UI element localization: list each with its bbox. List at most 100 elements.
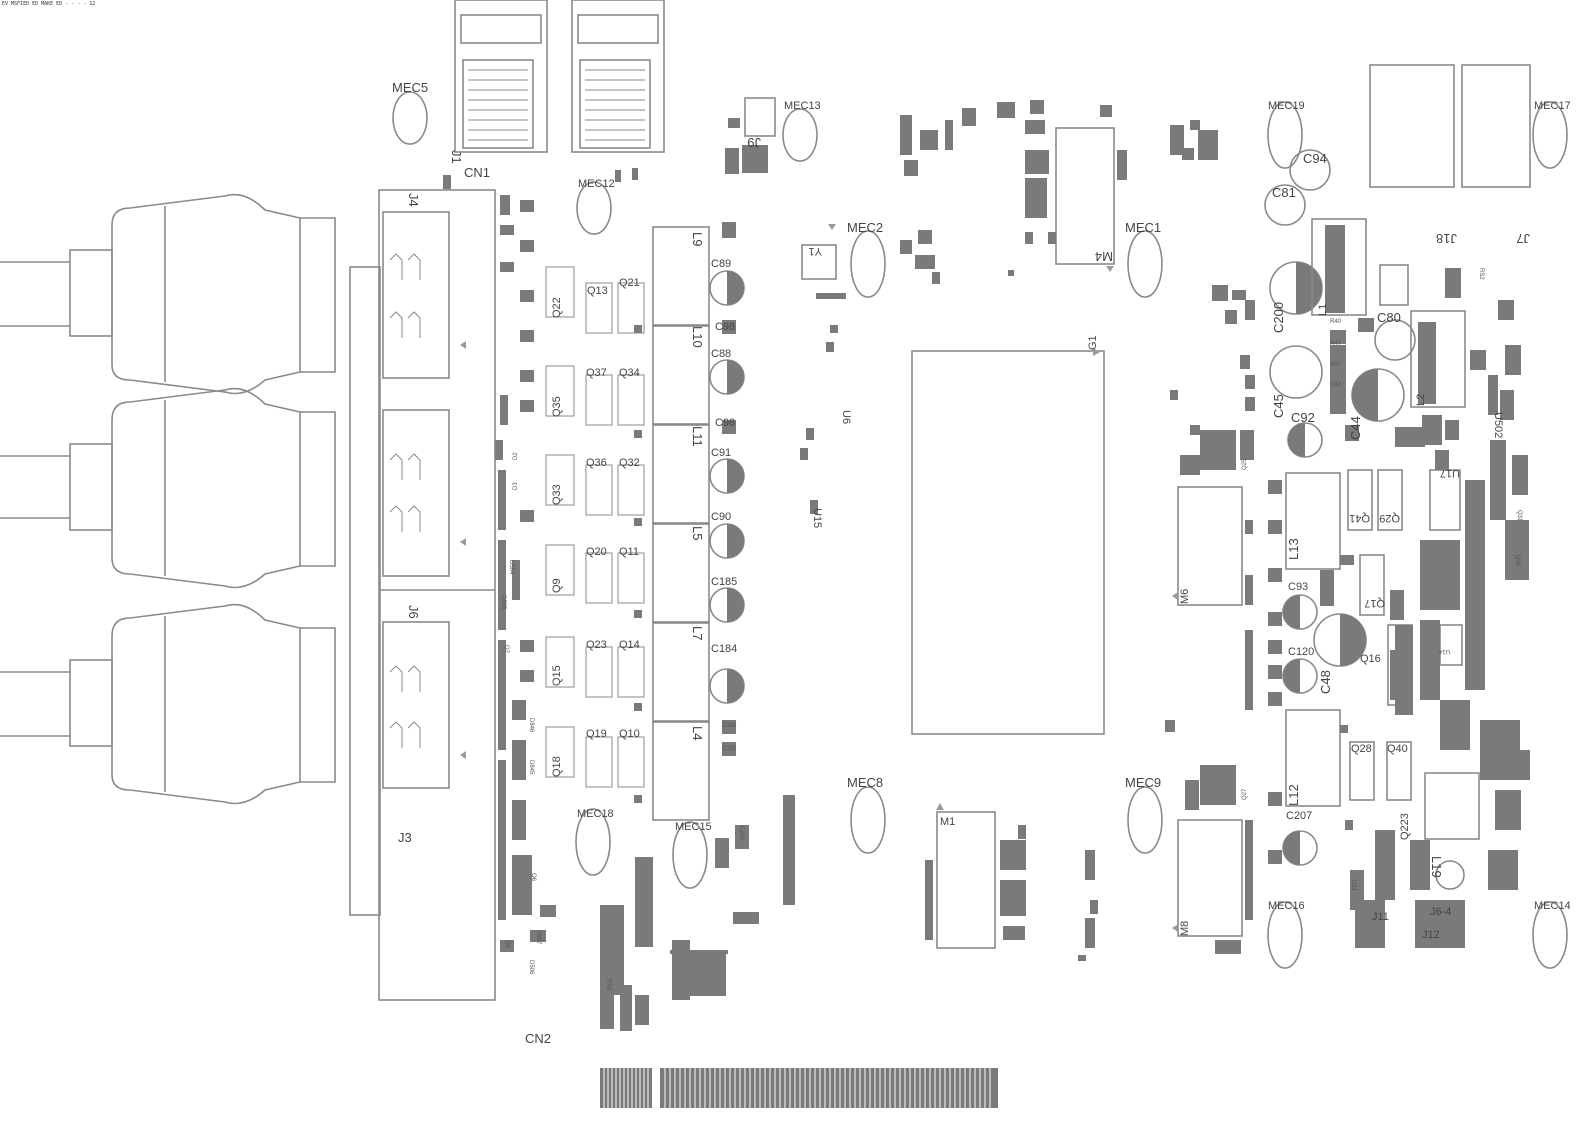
label-q20: Q20: [586, 546, 607, 558]
label-u6: U6: [840, 410, 852, 424]
label-mec13: MEC13: [784, 100, 821, 112]
label-d845: D845: [528, 760, 534, 775]
label-q31: Q31: [1516, 510, 1522, 522]
transistor-blocks: [545, 266, 645, 788]
label-c101: C101: [722, 746, 737, 752]
label-q13: Q13: [587, 285, 608, 297]
label-mec2: MEC2: [847, 220, 883, 235]
large-connector-bottom: [0, 603, 336, 805]
label-q11: Q11: [619, 546, 639, 558]
label-j1: J1: [449, 150, 464, 164]
mounting-holes: [392, 91, 1568, 969]
label-c89: C89: [711, 258, 731, 270]
label-q4: Q4: [504, 940, 510, 949]
label-l12: L12: [1286, 784, 1301, 806]
label-mec19: MEC19: [1268, 100, 1305, 112]
label-u17: U17: [1440, 467, 1460, 479]
label-c242: C242: [738, 826, 744, 841]
label-l5: L5: [690, 526, 705, 540]
large-connector-middle: [0, 387, 336, 589]
label-u502: U502: [1492, 412, 1504, 438]
edge-connector: [600, 1068, 998, 1108]
label-q10: Q10: [619, 728, 640, 740]
label-q32: Q32: [619, 457, 640, 469]
label-c81: C81: [1272, 185, 1296, 200]
label-c88: C88: [711, 348, 731, 360]
label-q29: Q29: [1379, 512, 1400, 524]
label-q21: Q21: [619, 277, 640, 289]
label-d505: D505: [500, 595, 506, 610]
label-q22: Q22: [551, 297, 563, 318]
label-u14: U14: [1438, 648, 1450, 654]
label-m4: M4: [1095, 249, 1113, 264]
label-c94: C94: [1303, 151, 1327, 166]
label-r40: R40: [1330, 319, 1342, 325]
label-u15: U15: [811, 508, 823, 528]
inductor-column: [652, 226, 710, 821]
label-l1: L1: [1317, 304, 1329, 316]
label-j6-4: J6-4: [1430, 906, 1451, 918]
label-mec16: MEC16: [1268, 900, 1305, 912]
label-cn2: CN2: [525, 1031, 551, 1046]
label-c207: C207: [1286, 810, 1312, 822]
label-d2: D2: [513, 452, 519, 460]
label-j4: J4: [406, 193, 421, 207]
label-q23: Q23: [586, 639, 607, 651]
label-q37: Q37: [586, 367, 607, 379]
label-j18: J18: [1436, 231, 1457, 246]
label-l2: L2: [1415, 394, 1427, 406]
label-mec18: MEC18: [577, 808, 614, 820]
label-q34: Q34: [619, 367, 640, 379]
label-q30: Q30: [1514, 555, 1520, 567]
label-l11: L11: [690, 426, 705, 447]
label-l7: L7: [690, 626, 705, 640]
label-l4: L4: [690, 726, 705, 740]
label-q7: Q7: [503, 645, 509, 654]
label-q35: Q35: [551, 396, 563, 417]
label-y1: Y1: [809, 245, 822, 257]
label-c120: C120: [1288, 646, 1314, 658]
label-c200: C200: [1271, 302, 1286, 333]
large-connector-top: [0, 193, 336, 395]
label-c48: C48: [1318, 670, 1333, 694]
label-mec9: MEC9: [1125, 775, 1161, 790]
label-mec8: MEC8: [847, 775, 883, 790]
label-q15: Q15: [551, 665, 563, 686]
label-d504: D504: [508, 560, 514, 575]
label-c44: C44: [1348, 416, 1363, 440]
label-mec15: MEC15: [675, 821, 712, 833]
label-cn1: CN1: [464, 165, 490, 180]
label-l9: L9: [690, 232, 705, 246]
label-rs1: RS1: [608, 978, 614, 990]
header-text: EV MSFIED ED MAKE ED - - - - 12: [2, 1, 95, 7]
label-q16: Q16: [1360, 653, 1381, 665]
label-q18: Q18: [551, 756, 563, 777]
label-q36: Q36: [586, 457, 607, 469]
label-q17: Q17: [1364, 597, 1385, 609]
label-d3: D3: [513, 482, 519, 490]
j-connector-housings: [349, 189, 496, 1001]
label-g1: G1: [1087, 335, 1099, 350]
label-c93: C93: [1288, 581, 1308, 593]
label-j7: J7: [1516, 231, 1530, 246]
label-mec14: MEC14: [1534, 900, 1571, 912]
label-j12: J12: [1422, 929, 1440, 941]
component-labels: MEC5 MEC12 MEC13 MEC2 MEC1 MEC19 MEC17 M…: [392, 80, 1571, 1046]
label-q6: Q6: [530, 873, 536, 882]
label-c92: C92: [1291, 410, 1315, 425]
label-c100: C100: [722, 723, 737, 729]
label-r57: R57: [1330, 362, 1342, 368]
label-q28: Q28: [1351, 743, 1372, 755]
large-connector-outlines: [0, 193, 336, 805]
label-q9: Q9: [551, 578, 563, 593]
label-d846: D846: [528, 718, 534, 733]
label-mec17: MEC17: [1534, 100, 1571, 112]
label-c185: C185: [711, 576, 737, 588]
label-d51: D51: [1350, 880, 1356, 892]
label-c90: C90: [711, 511, 731, 523]
main-ic-outlines: [744, 64, 1531, 949]
cn1-connectors: [454, 0, 665, 153]
label-rs2: RS2: [1478, 268, 1484, 280]
label-j9: J9: [747, 135, 761, 150]
